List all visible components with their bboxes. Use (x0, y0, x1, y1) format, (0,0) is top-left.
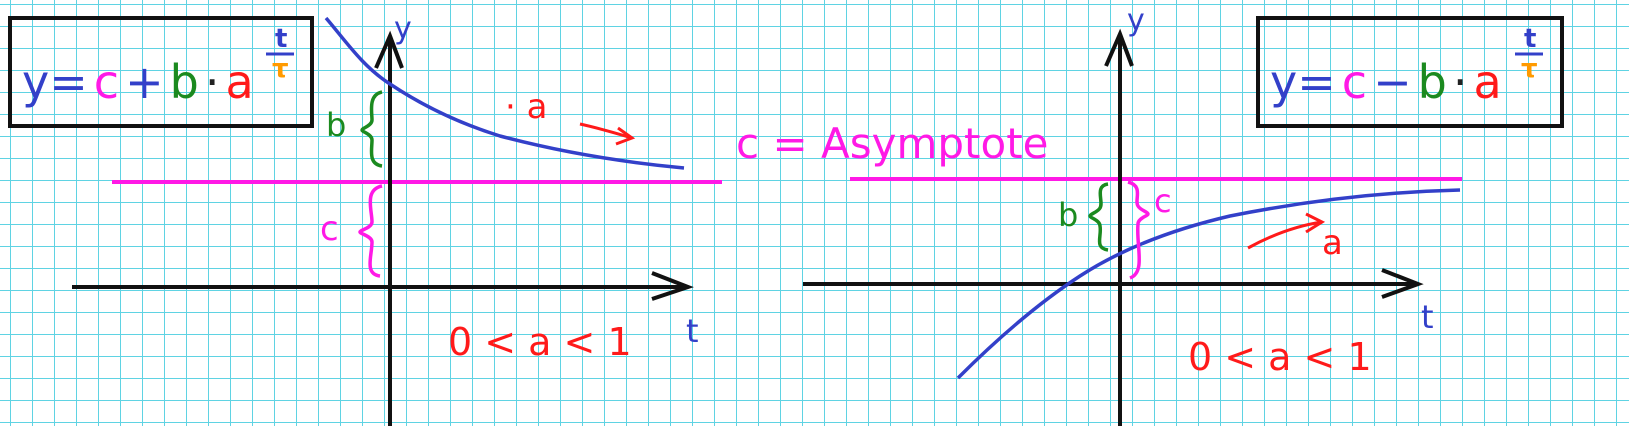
asymptote-label: c = Asymptote (736, 119, 1049, 168)
right-b-brace (1088, 182, 1109, 252)
left-y-axis-label: y (394, 11, 412, 46)
right-c-label: c (1154, 182, 1172, 220)
right-formula: y=c−b·a (1270, 55, 1502, 109)
right-y-axis-arrowhead (1104, 28, 1134, 67)
right-b-label: b (1058, 196, 1078, 234)
left-b-label: b (326, 106, 346, 144)
left-a-arrowhead (615, 126, 636, 146)
left-formula-box (8, 16, 314, 128)
left-c-label: c (320, 209, 339, 249)
right-growth-curve (956, 188, 1461, 380)
left-a-arrow (579, 122, 633, 140)
right-a-label: a (1322, 223, 1343, 263)
right-a-arrowhead (1305, 212, 1326, 234)
right-condition: 0 < a < 1 (1188, 335, 1372, 379)
left-y-axis-arrowhead (374, 30, 404, 69)
right-y-axis-label: y (1127, 3, 1145, 38)
left-t-axis-arrowhead (651, 271, 694, 301)
left-panel: y=c+b·a t τ t y b c · a 0 < a < 1 (8, 11, 722, 426)
right-a-arrow (1247, 220, 1323, 250)
left-b-brace (360, 90, 383, 168)
left-exponent-denominator: τ (272, 54, 289, 84)
left-decay-curve (324, 16, 685, 170)
right-t-axis-arrowhead (1381, 268, 1424, 299)
left-t-axis-label: t (686, 312, 699, 350)
left-c-brace (358, 184, 383, 278)
right-exponent-numerator: t (1524, 24, 1536, 54)
left-condition: 0 < a < 1 (448, 320, 632, 364)
right-c-brace (1127, 180, 1150, 280)
left-exponent-numerator: t (275, 24, 287, 54)
right-formula-box (1256, 16, 1564, 128)
right-exponent-denominator: τ (1521, 54, 1538, 84)
right-panel: y=c−b·a t τ t y b c a 0 < a < 1 (803, 3, 1564, 426)
left-formula: y=c+b·a (22, 55, 254, 109)
right-t-axis-label: t (1421, 298, 1434, 336)
left-a-label: · a (505, 87, 547, 127)
